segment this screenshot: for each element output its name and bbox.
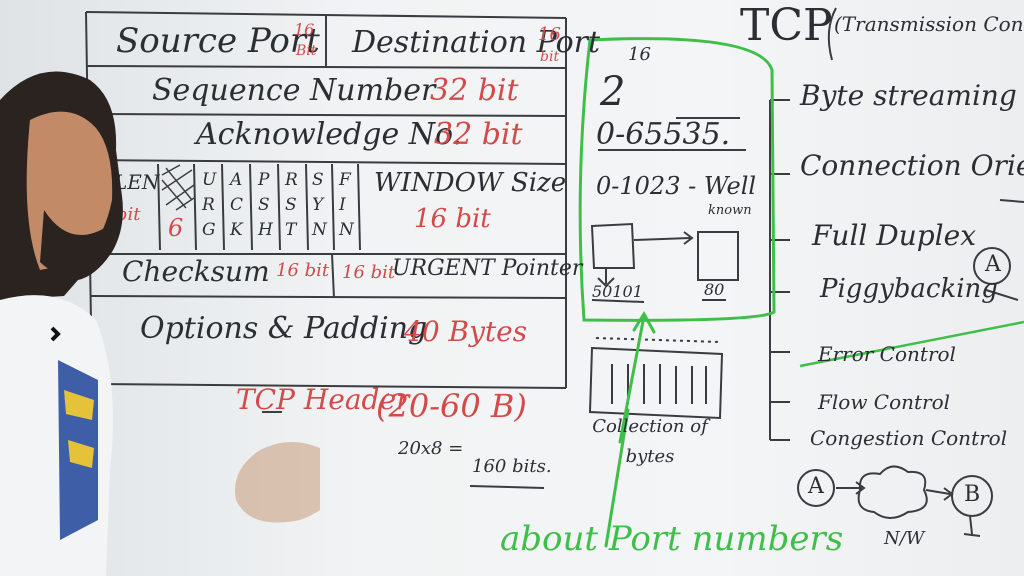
destination-port-bit-unit: bit [540, 49, 560, 65]
source-port-bit-unit: Bit [296, 43, 317, 59]
feature-congestion-control: Congestion Control [810, 426, 1008, 450]
flag-syn: S Y N [312, 170, 327, 240]
feature-byte-streaming: Byte streaming [800, 79, 1017, 112]
feature-error-control: Error Control [818, 342, 956, 366]
network-label: N/W [884, 528, 925, 549]
source-port-bits: 16 [294, 20, 315, 39]
acknowledge-label: Acknowledge No. [196, 117, 463, 152]
port-numbers-annotation: about Port numbers [500, 519, 844, 559]
acknowledge-bits: 32 bit [434, 117, 523, 152]
feature-piggybacking: Piggybacking [820, 274, 998, 304]
options-padding-label: Options & Padding [140, 311, 428, 346]
tcp-title: TCP [740, 0, 833, 51]
tcp-header-caption: TCP Header [236, 383, 410, 416]
server-port-number: 80 [704, 280, 725, 299]
port-range-full: 0-65535. [596, 117, 731, 152]
power-base: 2 [600, 69, 626, 115]
feature-flow-control: Flow Control [818, 390, 951, 414]
tcp-title-expansion: (Transmission Con [834, 12, 1024, 36]
power-exponent: 16 [628, 44, 651, 65]
source-port-label: Source Port [116, 21, 320, 61]
window-size-bits: 16 bit [414, 204, 491, 234]
reserved-bits: 6 [168, 214, 184, 242]
checksum-bits: 16 bit [276, 260, 330, 281]
sequence-number-bits: 32 bit [430, 73, 519, 108]
header-bit-calc: 20x8 = [398, 438, 464, 459]
window-size-label: WINDOW Size [374, 168, 567, 198]
collection-of-bytes-label: Collection of bytes [592, 416, 708, 467]
flag-urg: U R G [202, 170, 217, 240]
flag-psh: P S H [258, 170, 273, 240]
flag-rst: R S T [285, 170, 298, 240]
hlen-label: LEN [114, 170, 160, 194]
congestion-node-a: A [808, 474, 824, 499]
destination-port-bits: 16 [538, 24, 561, 45]
urgent-pointer-label: URGENT Pointer [392, 256, 583, 281]
sequence-number-label: Sequence Number [152, 73, 436, 108]
congestion-node-b: B [964, 482, 981, 507]
client-port-number: 50101 [592, 282, 643, 301]
feature-full-duplex: Full Duplex [812, 219, 976, 252]
tcp-header-range: (20-60 B) [376, 387, 527, 425]
feature-connection-oriented: Connection Oriente [800, 149, 1024, 182]
flag-ack: A C K [230, 170, 244, 240]
checksum-label: Checksum [122, 255, 270, 288]
flag-fin: F I N [339, 170, 354, 240]
urgent-bits: 16 bit [342, 262, 396, 283]
well-known-note: known [708, 203, 752, 218]
presenter [0, 71, 320, 576]
options-size: 40 Bytes [404, 315, 528, 348]
header-bit-result: 160 bits. [472, 456, 552, 477]
destination-port-label: Destination Port [352, 25, 601, 60]
port-range-well-known: 0-1023 - Well [596, 172, 757, 200]
piggyback-node-a: A [985, 252, 1001, 277]
